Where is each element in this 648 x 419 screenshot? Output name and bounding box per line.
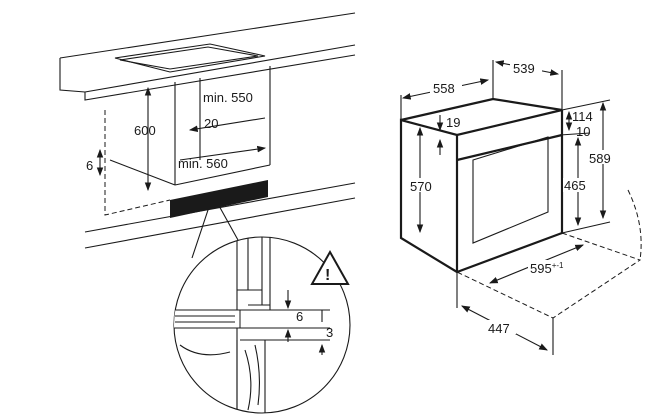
warning-icon <box>310 249 350 285</box>
label-539: 539 <box>513 61 535 76</box>
label-min-560: min. 560 <box>178 156 228 171</box>
label-595: 595+-1 <box>530 261 564 276</box>
label-min-550: min. 550 <box>203 90 253 105</box>
cabinet-drawing: 600 6 min. 550 20 min. 560 <box>59 12 356 249</box>
detail-magnifier: ! 6 3 <box>173 194 351 414</box>
label-detail-6: 6 <box>296 309 303 324</box>
label-19: 19 <box>446 115 460 130</box>
label-570: 570 <box>410 179 432 194</box>
label-20: 20 <box>204 116 218 131</box>
label-465: 465 <box>564 178 586 193</box>
oven-drawing: 558 539 19 114 10 589 570 465 595+-1 447 <box>399 60 642 355</box>
label-589: 589 <box>589 151 611 166</box>
label-600: 600 <box>134 123 156 138</box>
label-detail-3: 3 <box>326 325 333 340</box>
hob <box>114 43 266 73</box>
label-447: 447 <box>488 321 510 336</box>
label-114: 114 <box>572 109 593 124</box>
svg-text:!: ! <box>325 267 330 284</box>
vent-slot <box>170 180 268 218</box>
label-558: 558 <box>433 81 455 96</box>
label-6: 6 <box>86 158 93 173</box>
label-10: 10 <box>576 124 590 139</box>
